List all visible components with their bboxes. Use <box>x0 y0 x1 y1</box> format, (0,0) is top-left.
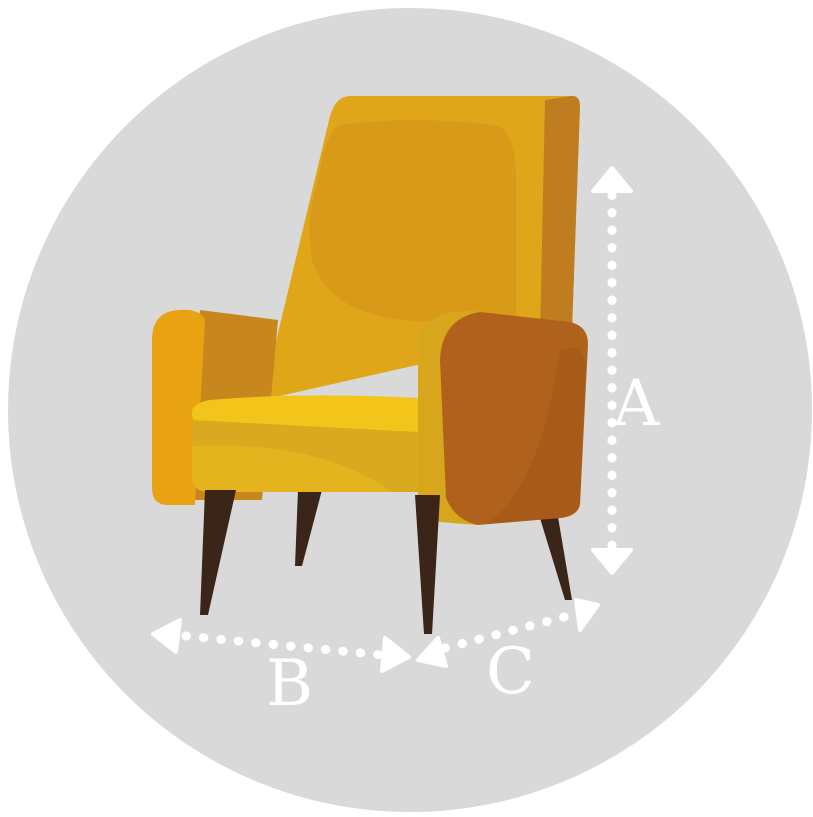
dimension-b-label: B <box>266 647 313 721</box>
dimension-c-label: C <box>486 635 535 709</box>
chair-backrest-panel <box>310 120 516 322</box>
dimension-a-label: A <box>612 367 660 441</box>
